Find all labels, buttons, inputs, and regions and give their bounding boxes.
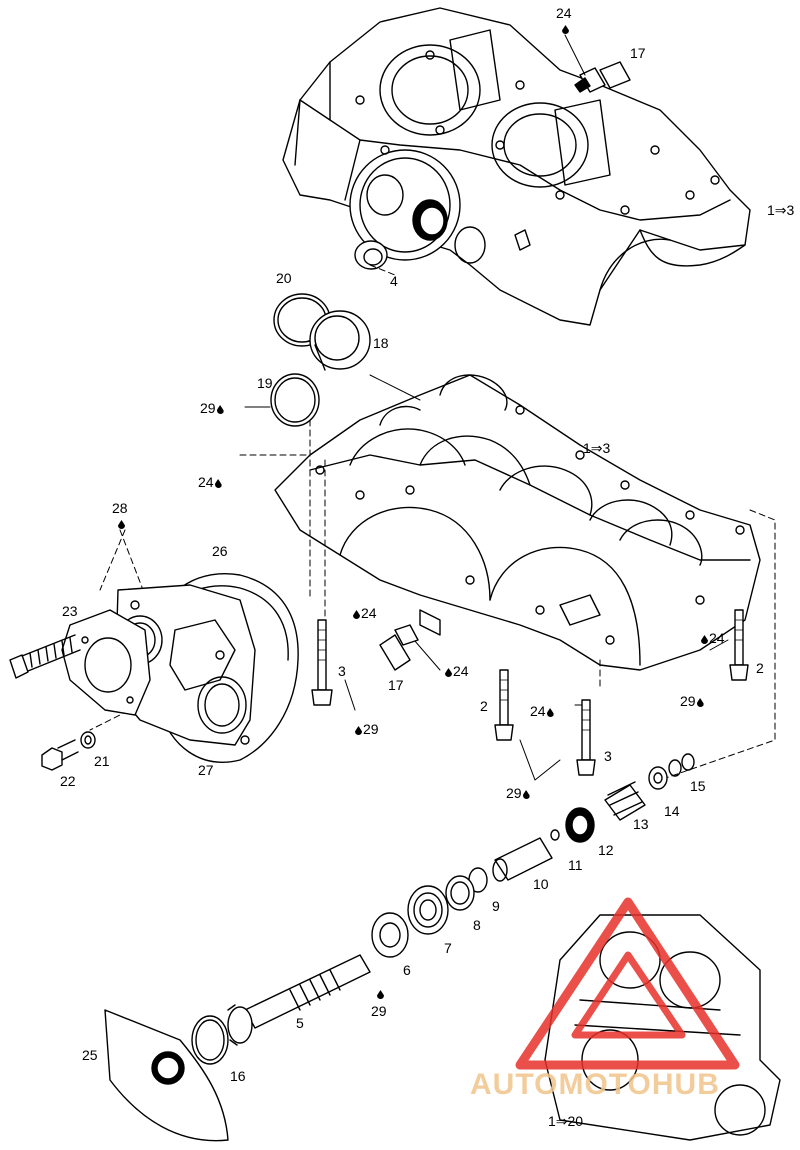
callout-17-lower: 17	[388, 677, 404, 693]
callout-15: 15	[690, 778, 706, 794]
callout-7: 7	[444, 940, 452, 956]
oil-drop-icon	[355, 726, 362, 735]
callout-27: 27	[198, 762, 214, 778]
lower-crankcase	[274, 374, 761, 671]
oil-drop-icon	[522, 790, 530, 799]
callout-4: 4	[390, 273, 398, 289]
callout-25: 25	[82, 1047, 98, 1063]
assembly-leader-lines	[89, 264, 776, 781]
fitting-lower	[379, 624, 419, 671]
callout-8: 8	[473, 917, 481, 933]
callout-11: 11	[568, 857, 583, 873]
seal-ring	[354, 240, 388, 270]
gasket	[61, 609, 151, 716]
callout-21: 21	[94, 753, 110, 769]
watermark-text: AUTOMOTOHUB	[470, 1068, 720, 1101]
callout-28: 28	[112, 500, 128, 516]
callout-29-c: 29	[680, 693, 705, 709]
callout-1-3-mid: 1⇒3	[583, 440, 611, 456]
oil-drop-icon	[214, 479, 222, 488]
callout-18: 18	[373, 335, 389, 351]
oil-drop-icon	[546, 708, 554, 717]
fitting-top	[574, 61, 631, 93]
callout-17-top: 17	[630, 45, 646, 61]
callout-19: 19	[257, 375, 273, 391]
callout-10: 10	[533, 876, 549, 892]
callout-24-e: 24	[530, 703, 555, 719]
upper-crankcase	[282, 7, 751, 326]
shaft-assembly	[191, 753, 695, 1065]
callout-9: 9	[492, 898, 500, 914]
engine-thumbnail	[544, 914, 781, 1141]
screw-left	[9, 634, 81, 679]
bearing-rings	[270, 293, 371, 427]
callout-24-b: 24	[352, 605, 377, 621]
callout-5: 5	[296, 1015, 304, 1031]
callout-3-b: 3	[604, 748, 612, 764]
callout-1-20: 1⇒20	[548, 1113, 584, 1129]
callout-24-c: 24	[700, 630, 725, 646]
callout-1-3-top: 1⇒3	[767, 202, 795, 218]
callout-29-e: 29	[371, 1003, 387, 1019]
callout-13: 13	[633, 816, 649, 832]
callout-3-a: 3	[338, 663, 346, 679]
oil-drop-icon	[377, 990, 384, 999]
callout-29-d: 29	[506, 785, 531, 801]
oil-drop-icon	[118, 520, 125, 529]
oil-drop-icon	[353, 610, 360, 619]
oil-drop-icon	[445, 668, 452, 677]
callout-2-right: 2	[756, 660, 764, 676]
callout-12: 12	[598, 842, 614, 858]
callout-29-b: 29	[354, 721, 379, 737]
rotor-plate	[104, 1009, 229, 1142]
end-cover	[114, 573, 299, 763]
screw-and-washer	[41, 731, 96, 771]
oil-drop-icon	[562, 25, 569, 34]
oil-drop-icon	[216, 405, 224, 414]
callout-24-d: 24	[444, 663, 469, 679]
studs	[311, 609, 749, 776]
stud-threads	[317, 619, 744, 731]
leader-lines	[244, 34, 729, 781]
callout-23: 23	[62, 603, 78, 619]
oil-drop-icon	[701, 635, 708, 644]
callout-24-a: 24	[198, 474, 223, 490]
callout-29-a: 29	[200, 400, 225, 416]
callout-6: 6	[403, 962, 411, 978]
callout-16: 16	[230, 1068, 246, 1084]
callout-20: 20	[276, 270, 292, 286]
oil-drop-icon	[696, 698, 704, 707]
callout-24-top: 24	[556, 5, 572, 21]
callout-2-mid: 2	[480, 698, 488, 714]
callout-26: 26	[212, 543, 228, 559]
callout-22: 22	[60, 773, 76, 789]
watermark-logo	[515, 897, 740, 1070]
callout-14: 14	[664, 803, 680, 819]
